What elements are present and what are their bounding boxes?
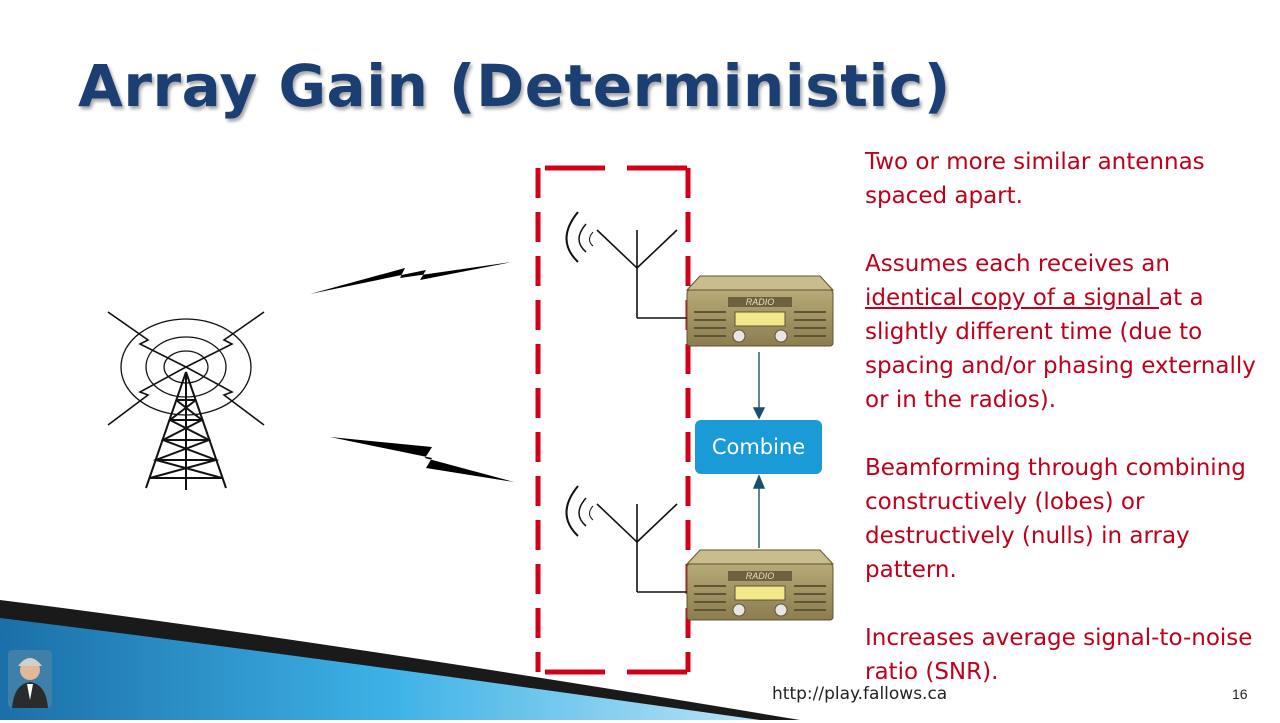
- combine-box: Combine: [695, 420, 822, 474]
- slide-title: Array Gain (Deterministic): [78, 52, 951, 120]
- radio-upper-icon: RADIO: [685, 275, 835, 347]
- radio-upper-label: RADIO: [746, 297, 775, 307]
- page-number: 16: [1232, 686, 1248, 702]
- footer-swoosh: [0, 600, 800, 720]
- bullet-list: Two or more similar antennas spaced apar…: [865, 145, 1265, 723]
- tower-waves-icon: [107, 311, 265, 426]
- bullet-4: Increases average signal-to-noise ratio …: [865, 625, 1253, 685]
- presenter-avatar: [8, 650, 52, 708]
- radio-lower-icon: RADIO: [685, 549, 835, 621]
- bullet-2-post: at a slightly different time (due to spa…: [865, 285, 1256, 413]
- bullet-2-pre: Assumes each receives an: [865, 251, 1170, 277]
- bullet-1: Two or more similar antennas spaced apar…: [865, 149, 1205, 209]
- footer-url[interactable]: http://play.fallows.ca: [772, 684, 948, 704]
- bullet-2: Assumes each receives an identical copy …: [865, 247, 1265, 417]
- bullet-2-underlined: identical copy of a signal: [865, 285, 1160, 311]
- arrow-upper-to-combine: [752, 352, 766, 420]
- tower-icon: [145, 371, 227, 490]
- bullet-3: Beamforming through combining constructi…: [865, 455, 1246, 583]
- antenna-upper-icon: [565, 211, 690, 319]
- lightning-bolt-upper-icon: [310, 262, 512, 294]
- radio-lower-label: RADIO: [746, 571, 775, 581]
- lightning-bolt-lower-icon: [330, 437, 514, 482]
- arrow-lower-to-combine: [752, 474, 766, 548]
- antenna-lower-icon: [565, 485, 690, 593]
- antenna-array-box: [535, 165, 691, 675]
